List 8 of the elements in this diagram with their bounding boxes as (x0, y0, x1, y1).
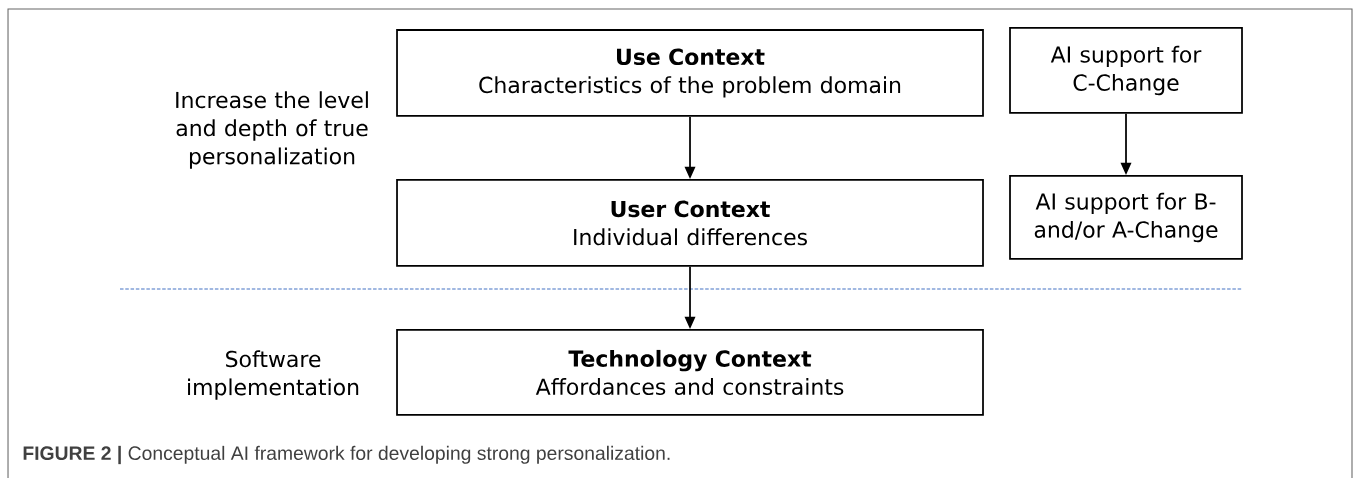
support-box: AI support for B- and/or A-Change (1009, 175, 1243, 260)
context-box: User Context Individual differences (396, 179, 984, 267)
context-box: Use Context Characteristics of the problem domain (396, 29, 984, 117)
context-box: Technology Context Affordances and constraints (396, 329, 984, 416)
side-label: Increase the level and depth of true personalization (176, 91, 368, 169)
figure-caption: FIGURE 2 | Conceptual AI framework for developing strong personalization. (23, 445, 670, 465)
side-label: Software implementation (188, 350, 359, 400)
support-box: AI support for C-Change (1009, 27, 1243, 114)
